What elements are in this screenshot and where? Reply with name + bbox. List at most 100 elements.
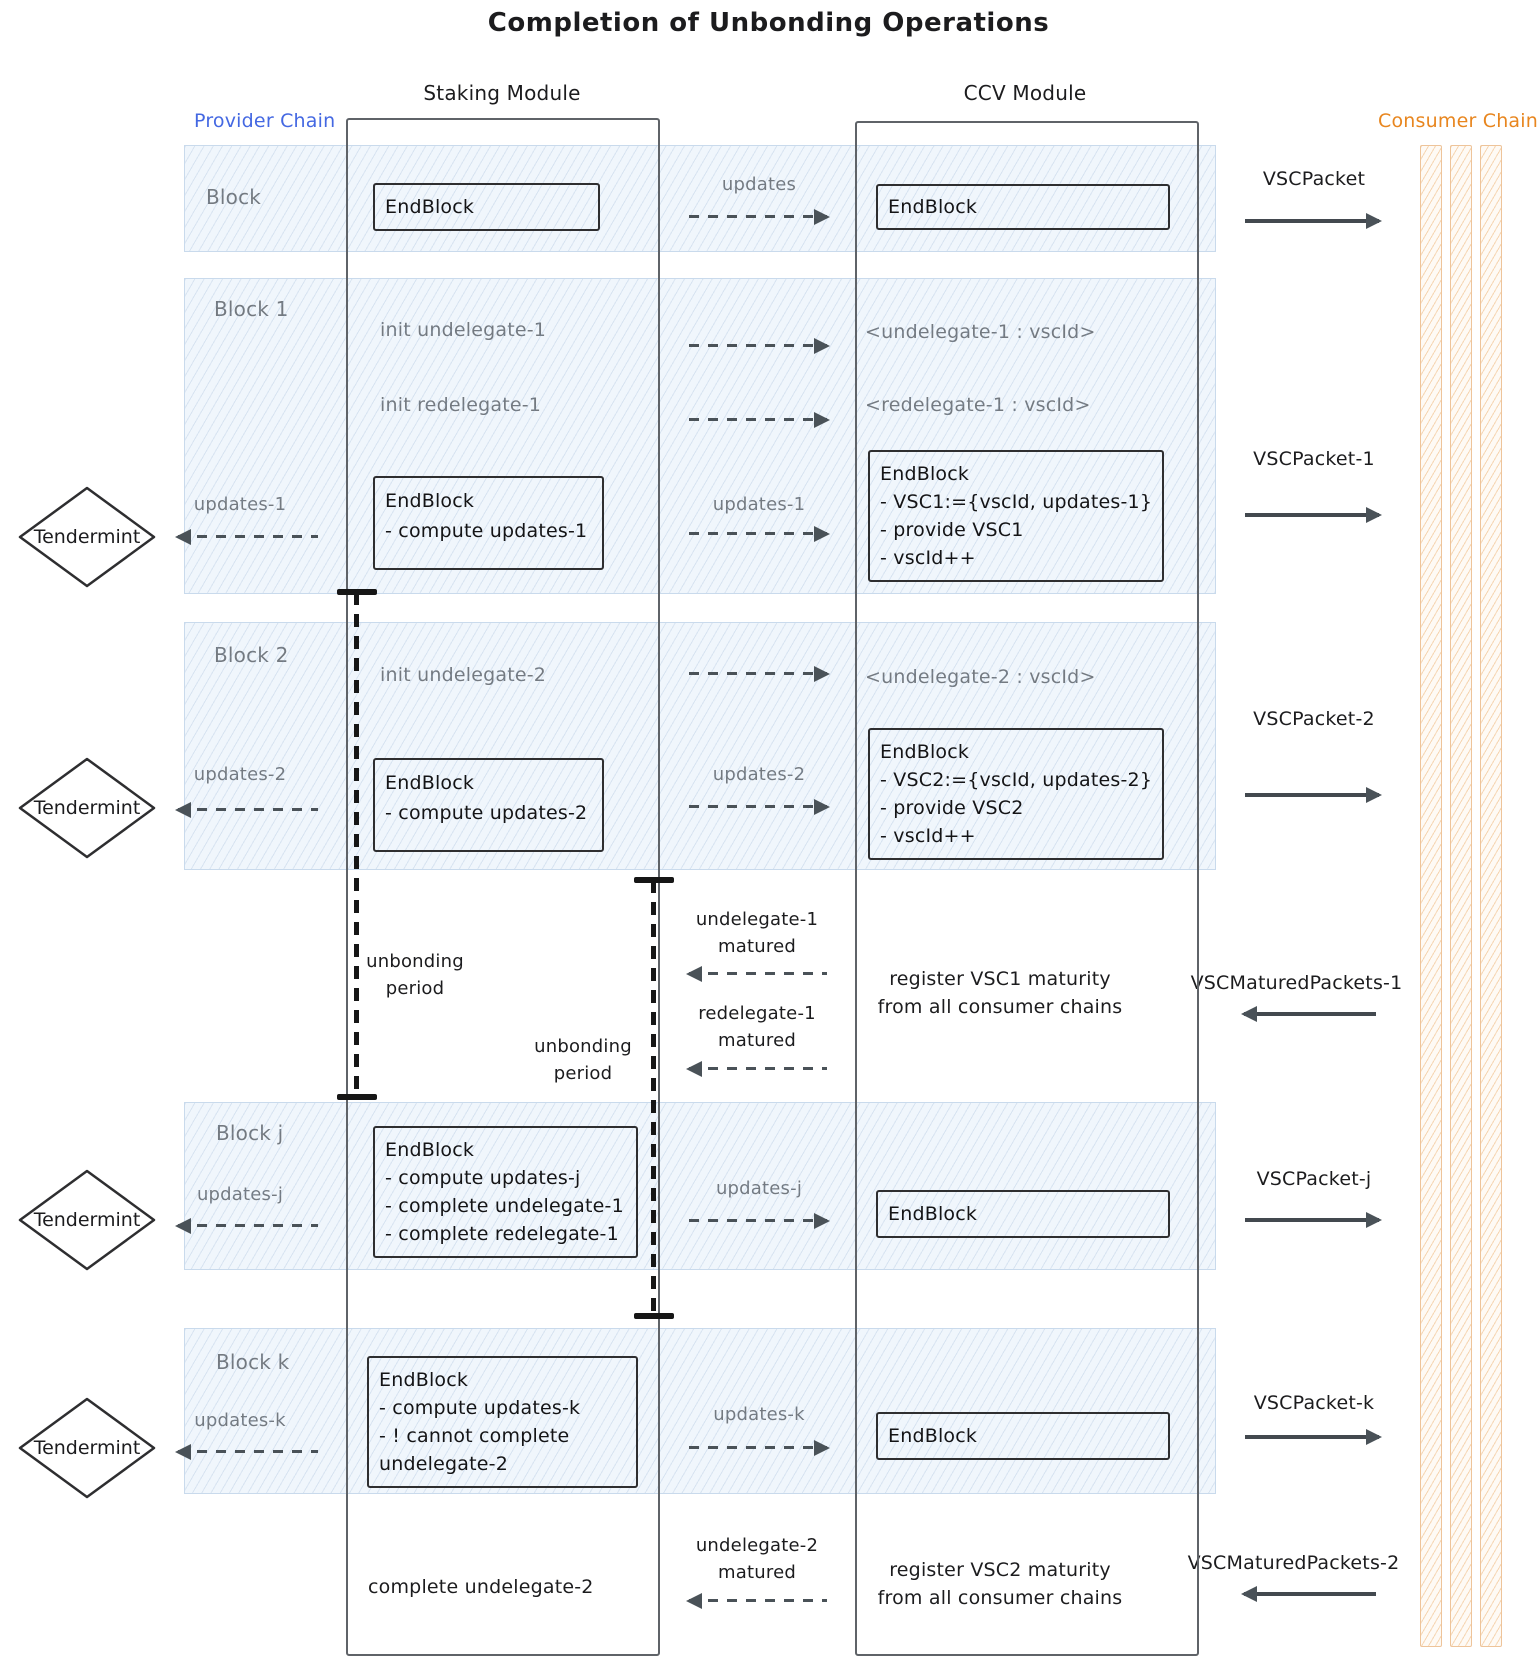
endblock-line: - compute updates-2 (385, 802, 588, 824)
consumer-chains-label: Consumer Chains (1378, 110, 1537, 132)
tendermint-label: Tendermint (33, 797, 141, 819)
consumer-chain-bar (1420, 145, 1442, 1647)
unbonding-period-line-1 (354, 592, 359, 1097)
endblock-text: EndBlock (888, 1203, 978, 1225)
endblock-line: EndBlock (385, 1139, 475, 1161)
endblock-line: - VSC2:={vscId, updates-2} (880, 769, 1153, 791)
updates-2-left-label: updates-2 (180, 762, 300, 788)
updates-k-left-label: updates-k (180, 1408, 300, 1434)
provider-chain-label: Provider Chain (194, 110, 336, 132)
vscpacket-2-arrow (1245, 793, 1379, 797)
vscpacket-1-arrow (1245, 513, 1379, 517)
complete-undelegate-2-text: complete undelegate-2 (368, 1576, 594, 1598)
undelegate-1-matured-arrow (689, 972, 827, 975)
register-line: register VSC1 maturity (889, 968, 1111, 990)
staking-module-header: Staking Module (423, 81, 581, 105)
vscmaturedpackets-2-arrow (1244, 1592, 1376, 1596)
block-j-band (184, 1102, 1216, 1270)
vscpacket-2-label: VSCPacket-2 (1253, 708, 1375, 730)
tendermint-node: Tendermint (17, 485, 157, 589)
register-vsc1-maturity-text: register VSC1 maturity from all consumer… (855, 965, 1145, 1021)
ccv-endblock-k-box: EndBlock (876, 1412, 1170, 1460)
diamond-icon (18, 757, 156, 859)
matured-text: matured (718, 1562, 796, 1583)
updates-j-mid-label: updates-j (690, 1176, 828, 1202)
updates-1-mid-label: updates-1 (690, 492, 828, 518)
endblock-line: - VSC1:={vscId, updates-1} (880, 491, 1153, 513)
block-2-label: Block 2 (214, 642, 289, 668)
tendermint-node: Tendermint (17, 1168, 157, 1272)
endblock-text: EndBlock (888, 196, 978, 218)
ccv-endblock-j-box: EndBlock (876, 1190, 1170, 1238)
block-j-label: Block j (216, 1120, 283, 1146)
matured-text: undelegate-2 (695, 1535, 819, 1556)
staking-endblock-j-box: EndBlock - compute updates-j - complete … (373, 1126, 638, 1258)
redelegate-1-arrow (689, 418, 827, 421)
endblock-text: EndBlock (385, 196, 475, 218)
endblock-line: EndBlock (385, 490, 475, 512)
init-redelegate-1-text: init redelegate-1 (380, 392, 541, 418)
ccv-endblock-box: EndBlock (876, 184, 1170, 230)
tendermint-label: Tendermint (33, 1437, 141, 1459)
endblock-text: EndBlock (888, 1425, 978, 1447)
endblock-line: - provide VSC2 (880, 797, 1024, 819)
updates-k-mid-label: updates-k (690, 1402, 828, 1428)
undelegate-2-matured-arrow (689, 1599, 827, 1602)
unbonding-text: unbonding (534, 1036, 632, 1057)
matured-text: undelegate-1 (695, 909, 819, 930)
redelegate-1-mapping: <redelegate-1 : vscId> (865, 392, 1091, 418)
endblock-line: - compute updates-1 (385, 520, 588, 542)
diamond-icon (18, 1397, 156, 1499)
endblock-line: EndBlock (385, 772, 475, 794)
tendermint-node: Tendermint (17, 756, 157, 860)
updates-label: updates (690, 172, 828, 198)
endblock-line: undelegate-2 (379, 1453, 508, 1475)
undelegate-1-mapping: <undelegate-1 : vscId> (865, 319, 1096, 345)
unbonding-period-label-1: unbonding period (360, 948, 470, 1002)
consumer-chain-bar (1450, 145, 1472, 1647)
updates-1-mid-arrow (689, 532, 827, 535)
page-title: Completion of Unbonding Operations (487, 8, 1050, 38)
unbonding-end-tick-1 (337, 1094, 377, 1100)
endblock-line: EndBlock (880, 741, 970, 763)
endblock-line: - provide VSC1 (880, 519, 1024, 541)
undelegate-2-arrow (689, 672, 827, 675)
updates-1-left-label: updates-1 (180, 492, 300, 518)
undelegate-1-arrow (689, 344, 827, 347)
endblock-line: - complete redelegate-1 (385, 1223, 619, 1245)
endblock-line: - compute updates-j (385, 1167, 581, 1189)
redelegate-1-matured-arrow (689, 1067, 827, 1070)
updates-2-left-arrow (178, 808, 318, 811)
block-1-label: Block 1 (214, 296, 289, 322)
unbonding-period-line-2 (651, 880, 656, 1317)
vscmaturedpackets-2-label: VSCMaturedPackets-2 (1187, 1552, 1400, 1574)
unbonding-start-tick-1 (337, 589, 377, 595)
updates-j-mid-arrow (689, 1219, 827, 1222)
tendermint-label: Tendermint (33, 1209, 141, 1231)
endblock-line: EndBlock (880, 463, 970, 485)
vscpacket-k-label: VSCPacket-k (1253, 1392, 1375, 1414)
vscmaturedpackets-1-label: VSCMaturedPackets-1 (1190, 972, 1403, 994)
vscpacket-label: VSCPacket (1262, 168, 1366, 190)
ccv-endblock-1-box: EndBlock - VSC1:={vscId, updates-1} - pr… (868, 450, 1164, 582)
vscmaturedpackets-1-arrow (1244, 1012, 1376, 1016)
endblock-line: - ! cannot complete (379, 1425, 570, 1447)
unbonding-end-tick-2 (634, 1313, 674, 1319)
staking-endblock-k-box: EndBlock - compute updates-k - ! cannot … (367, 1356, 638, 1488)
period-text: period (385, 978, 445, 999)
updates-k-left-arrow (178, 1450, 318, 1453)
ccv-module-lifeline (855, 121, 1199, 1656)
consumer-chain-bar (1480, 145, 1502, 1647)
diamond-icon (18, 1169, 156, 1271)
block-k-label: Block k (216, 1349, 289, 1375)
vscpacket-k-arrow (1245, 1435, 1379, 1439)
unbonding-text: unbonding (366, 951, 464, 972)
vscpacket-j-arrow (1245, 1218, 1379, 1222)
vscpacket-j-label: VSCPacket-j (1256, 1168, 1372, 1190)
period-text: period (553, 1063, 613, 1084)
init-undelegate-2-text: init undelegate-2 (380, 662, 546, 688)
staking-endblock-1-box: EndBlock - compute updates-1 (373, 476, 604, 570)
updates-j-left-arrow (178, 1224, 318, 1227)
block-band (184, 145, 1216, 252)
